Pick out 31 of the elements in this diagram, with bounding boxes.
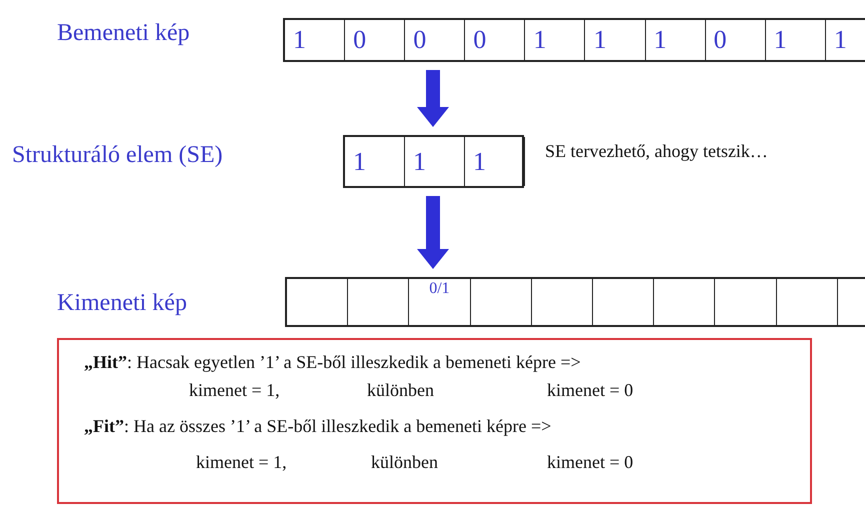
pixel-value: 1	[353, 148, 366, 174]
down-arrow	[417, 196, 449, 269]
row-label: Kimeneti kép	[57, 290, 187, 317]
pixel-value: 0/1	[429, 281, 450, 297]
pixel-value: 0	[473, 27, 486, 53]
pixel-value: 1	[293, 27, 306, 53]
rule-text: kimenet = 0	[547, 452, 634, 473]
rule-text: különben	[367, 380, 434, 401]
row-label: Bemeneti kép	[57, 20, 190, 47]
pixel-value: 1	[774, 27, 787, 53]
rule-text: kimenet = 0	[547, 380, 634, 401]
pixel-value: 1	[593, 27, 606, 53]
pixel-value: 0	[714, 27, 727, 53]
rule-text: kimenet = 1,	[189, 380, 280, 401]
pixel-value: 0	[413, 27, 426, 53]
rule-text: „Hit”: Hacsak egyetlen ’1’ a SE-ből illeszkedik a bemeneti képre =>	[84, 352, 581, 373]
pixel-value: 1	[834, 27, 847, 53]
pixel-value: 1	[533, 27, 546, 53]
pixel-value: 0	[353, 27, 366, 53]
pixel-strip	[283, 18, 865, 62]
pixel-value: 1	[413, 148, 426, 174]
rule-text: kimenet = 1,	[196, 452, 287, 473]
pixel-value: 1	[473, 148, 486, 174]
row-label: Strukturáló elem (SE)	[12, 142, 223, 169]
rule-text: „Fit”: Ha az összes ’1’ a SE-ből illeszkedik a bemeneti képre =>	[84, 416, 552, 437]
pixel-strip	[285, 277, 865, 327]
pixel-value: 1	[654, 27, 667, 53]
note-text: SE tervezhető, ahogy tetszik…	[545, 141, 768, 162]
rule-text: különben	[371, 452, 438, 473]
down-arrow	[417, 70, 449, 127]
pixel-strip	[343, 135, 524, 188]
